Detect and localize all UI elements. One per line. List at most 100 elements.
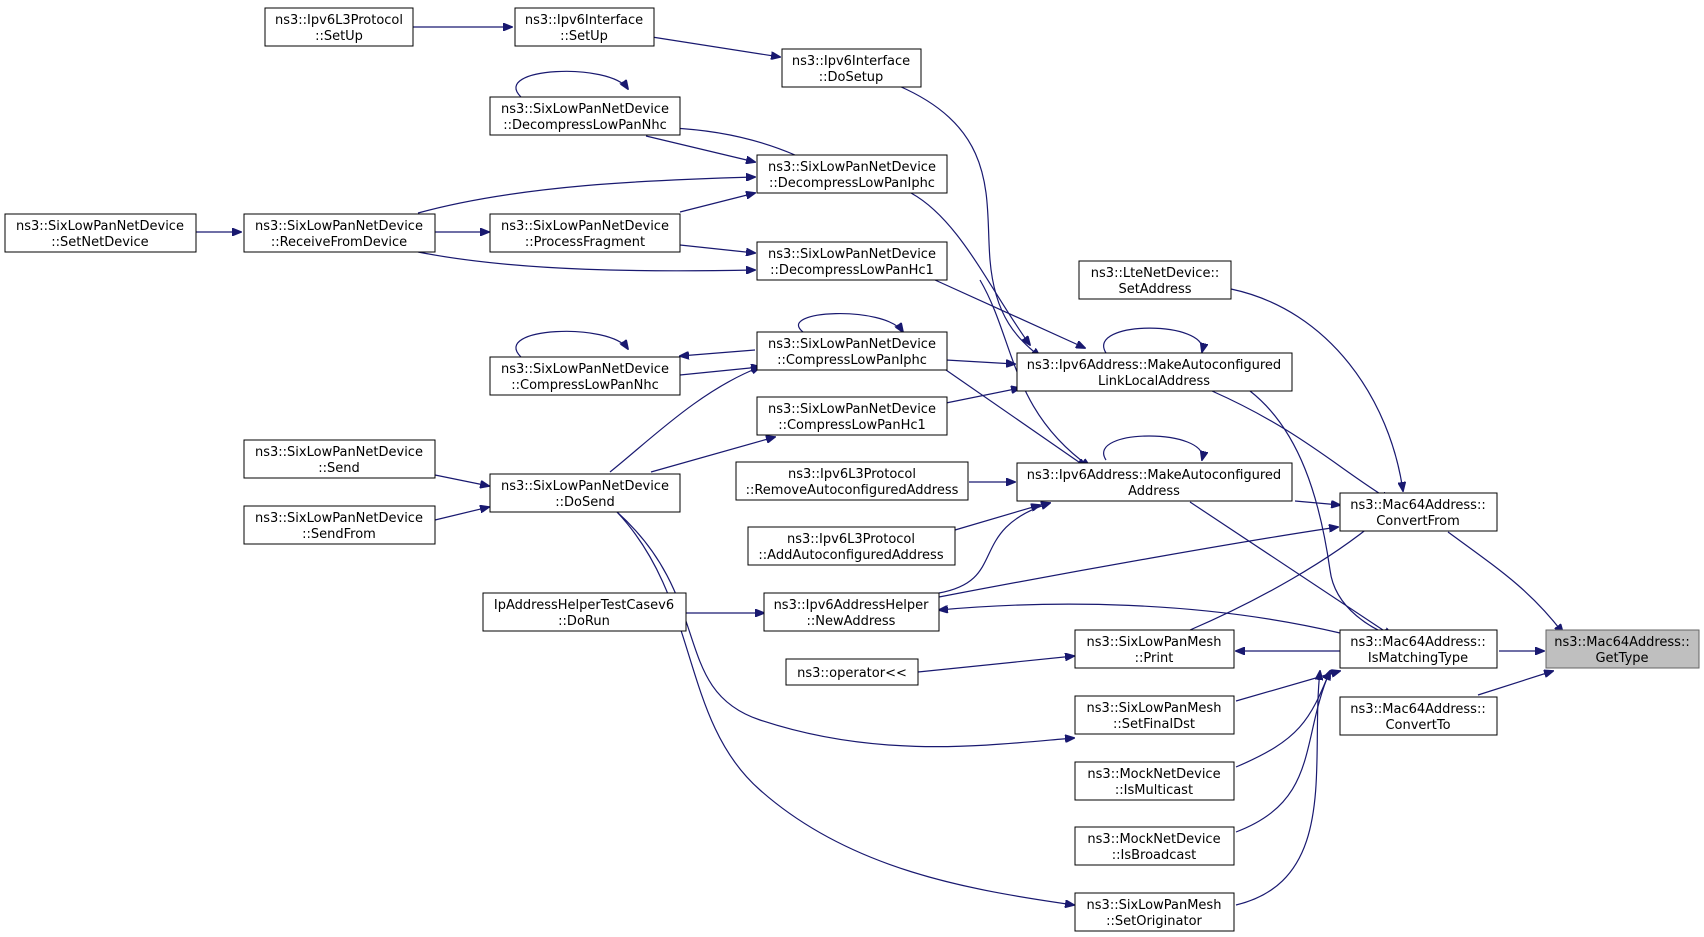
node-decompress-lowpan-nhc[interactable]: ns3::SixLowPanNetDevice ::DecompressLowP… [489, 96, 681, 136]
node-label-line1: ns3::SixLowPanNetDevice [768, 247, 936, 262]
edge-dosend-to-comp-iphc [609, 367, 760, 473]
node-sixlowpanmesh-setfinaldst[interactable]: ns3::SixLowPanMesh ::SetFinalDst [1074, 695, 1235, 735]
node-sixlowpanmesh-setoriginator[interactable]: ns3::SixLowPanMesh ::SetOriginator [1074, 892, 1235, 932]
node-sixlowpan-setnetdevice[interactable]: ns3::SixLowPanNetDevice ::SetNetDevice [4, 213, 197, 253]
node-ipv6interface-setup[interactable]: ns3::Ipv6Interface ::SetUp [514, 7, 655, 47]
node-label-line1: ns3::SixLowPanNetDevice [501, 102, 669, 117]
node-label-line1: ns3::Ipv6Address::MakeAutoconfigured [1027, 358, 1281, 373]
node-label-line1: ns3::Ipv6L3Protocol [788, 467, 916, 482]
node-label-line2: ::NewAddress [807, 614, 896, 629]
node-label-line1: ns3::SixLowPanMesh [1087, 701, 1222, 716]
node-label-line2: ConvertTo [1385, 718, 1450, 733]
node-sixlowpan-dosend[interactable]: ns3::SixLowPanNetDevice ::DoSend [489, 473, 681, 513]
edge-comp-iphc-to-make-linklocal [945, 359, 1015, 364]
edge-decomp-nhc-to-decomp-iphc [645, 135, 755, 162]
node-mac64-ismatchingtype[interactable]: ns3::Mac64Address:: IsMatchingType [1339, 629, 1498, 669]
node-ipv6interface-dosetup[interactable]: ns3::Ipv6Interface ::DoSetup [781, 48, 922, 88]
node-sixlowpanmesh-print[interactable]: ns3::SixLowPanMesh ::Print [1074, 629, 1235, 669]
node-label-line2: ::DoSetup [819, 70, 884, 85]
edge-make-autoconf-to-mac-ismatching [1189, 501, 1392, 636]
edge-receive-to-decomp-iphc [417, 177, 755, 214]
node-sixlowpan-receivefromdevice[interactable]: ns3::SixLowPanNetDevice ::ReceiveFromDev… [243, 213, 436, 253]
node-mac64-gettype[interactable]: ns3::Mac64Address:: GetType [1545, 629, 1700, 669]
edge-comp-iphc-to-comp-nhc [680, 349, 756, 356]
edge-operator-to-mesh-print [917, 656, 1074, 673]
edge-newaddress-to-mac-ismatching [939, 603, 1341, 634]
edge-isbroadcast-to-ismatching [1235, 671, 1330, 833]
node-sixlowpan-sendfrom[interactable]: ns3::SixLowPanNetDevice ::SendFrom [243, 505, 436, 545]
node-label-line2: ::SetNetDevice [51, 235, 148, 250]
node-label-line2: ::CompressLowPanIphc [777, 353, 927, 368]
edge-newaddress-to-mac-convertfrom [938, 527, 1338, 598]
edge-addautoconf-to-make-autoconf [954, 505, 1040, 531]
edge-ismulticast-to-ismatching [1235, 671, 1330, 768]
node-label-line2: LinkLocalAddress [1098, 374, 1210, 389]
edge-send-to-dosend [434, 474, 489, 486]
edge-make-linklocal-to-mac-convertfrom [1211, 390, 1390, 500]
edge-comp-iphc-to-make-autoconf [945, 369, 1086, 467]
node-sixlowpan-send[interactable]: ns3::SixLowPanNetDevice ::Send [243, 439, 436, 479]
node-label-line2: ::CompressLowPanHc1 [778, 418, 926, 433]
node-label-line1: ns3::Ipv6Interface [792, 54, 910, 69]
node-sixlowpan-processfragment[interactable]: ns3::SixLowPanNetDevice ::ProcessFragmen… [489, 213, 681, 253]
edge-decomp-iphc-to-decomp-nhc [670, 128, 796, 156]
node-label-line1: ns3::Ipv6L3Protocol [787, 532, 915, 547]
node-mac64-convertto[interactable]: ns3::Mac64Address:: ConvertTo [1339, 696, 1498, 736]
node-decompress-lowpan-hc1[interactable]: ns3::SixLowPanNetDevice ::DecompressLowP… [756, 241, 948, 281]
node-label-line2: IsMatchingType [1368, 651, 1468, 666]
node-label-line1: ns3::SixLowPanNetDevice [501, 362, 669, 377]
node-label-line1: ns3::SixLowPanMesh [1087, 635, 1222, 650]
node-label-line2: ::IsMulticast [1115, 783, 1193, 798]
node-make-autoconfigured-address[interactable]: ns3::Ipv6Address::MakeAutoconfigured Add… [1016, 462, 1293, 502]
node-ipv6l3protocol-setup[interactable]: ns3::Ipv6L3Protocol ::SetUp [264, 7, 414, 47]
node-label-line2: ::SetFinalDst [1113, 717, 1195, 732]
edge-make-linklocal-to-mac-ismatching [1249, 390, 1392, 636]
node-add-autoconfigured-address[interactable]: ns3::Ipv6L3Protocol ::AddAutoconfiguredA… [747, 526, 956, 566]
node-remove-autoconfigured-address[interactable]: ns3::Ipv6L3Protocol ::RemoveAutoconfigur… [735, 461, 969, 501]
node-label-line1: ns3::SixLowPanNetDevice [768, 160, 936, 175]
edge-dosend-to-setfinaldst [616, 511, 1074, 748]
edge-convertto-to-gettype [1477, 671, 1553, 696]
node-make-autoconfigured-linklocal[interactable]: ns3::Ipv6Address::MakeAutoconfigured Lin… [1016, 352, 1293, 392]
edge-receive-to-decomp-hc1 [417, 251, 755, 271]
node-label-line2: ::RemoveAutoconfiguredAddress [746, 483, 959, 498]
node-operator-stream[interactable]: ns3::operator<< [785, 658, 919, 686]
node-label-line2: ::ReceiveFromDevice [271, 235, 407, 250]
node-label-line1: ns3::SixLowPanNetDevice [501, 219, 669, 234]
edge-comp-nhc-self-loop [515, 330, 628, 358]
edge-make-autoconf-self-loop [1103, 435, 1203, 460]
edge-decomp-hc1-to-make-linklocal [934, 279, 1085, 348]
node-label-line1: ns3::SixLowPanNetDevice [255, 445, 423, 460]
node-label-line2: ::Print [1135, 651, 1174, 666]
edge-make-linklocal-self-loop [1103, 327, 1203, 353]
node-mocknetdevice-isbroadcast[interactable]: ns3::MockNetDevice ::IsBroadcast [1074, 826, 1235, 866]
node-mac64-convertfrom[interactable]: ns3::Mac64Address:: ConvertFrom [1339, 492, 1498, 532]
node-compress-lowpan-hc1[interactable]: ns3::SixLowPanNetDevice ::CompressLowPan… [756, 396, 948, 436]
edge-newaddress-to-make-autoconf [938, 503, 1050, 594]
node-label-line2: ::DecompressLowPanNhc [503, 118, 667, 133]
edge-convertfrom-to-gettype [1447, 531, 1563, 633]
node-compress-lowpan-iphc[interactable]: ns3::SixLowPanNetDevice ::CompressLowPan… [756, 331, 948, 371]
edge-comp-iphc-self-loop [798, 313, 903, 332]
node-label-line2: ::CompressLowPanNhc [511, 378, 658, 393]
node-compress-lowpan-nhc[interactable]: ns3::SixLowPanNetDevice ::CompressLowPan… [489, 356, 681, 396]
edge-mesh-print-to-mac-convertfrom [1189, 520, 1378, 631]
node-mocknetdevice-ismulticast[interactable]: ns3::MockNetDevice ::IsMulticast [1074, 761, 1235, 801]
node-lte-setaddress[interactable]: ns3::LteNetDevice:: SetAddress [1078, 260, 1232, 300]
node-label-line1: ns3::Mac64Address:: [1350, 498, 1485, 513]
node-label-line2: ::DoSend [555, 495, 614, 510]
node-decompress-lowpan-iphc[interactable]: ns3::SixLowPanNetDevice ::DecompressLowP… [756, 154, 948, 194]
node-label-line2: Address [1128, 484, 1180, 499]
node-label-line2: ::SetOriginator [1106, 914, 1202, 929]
node-testcase-dorun[interactable]: IpAddressHelperTestCasev6 ::DoRun [482, 592, 687, 632]
edge-lte-to-mac-convertfrom [1230, 288, 1403, 491]
edge-dosetup-to-make-linklocal [898, 85, 1040, 357]
node-label-line2: SetAddress [1118, 282, 1191, 297]
edges [196, 27, 1563, 905]
edge-processfragment-to-decomp-iphc [679, 193, 755, 213]
node-ipv6addresshelper-newaddress[interactable]: ns3::Ipv6AddressHelper ::NewAddress [763, 592, 940, 632]
node-label-line1: ns3::SixLowPanNetDevice [255, 219, 423, 234]
node-label-line2: ::Send [318, 461, 360, 476]
edge-dosend-to-comp-hc1 [650, 437, 775, 473]
